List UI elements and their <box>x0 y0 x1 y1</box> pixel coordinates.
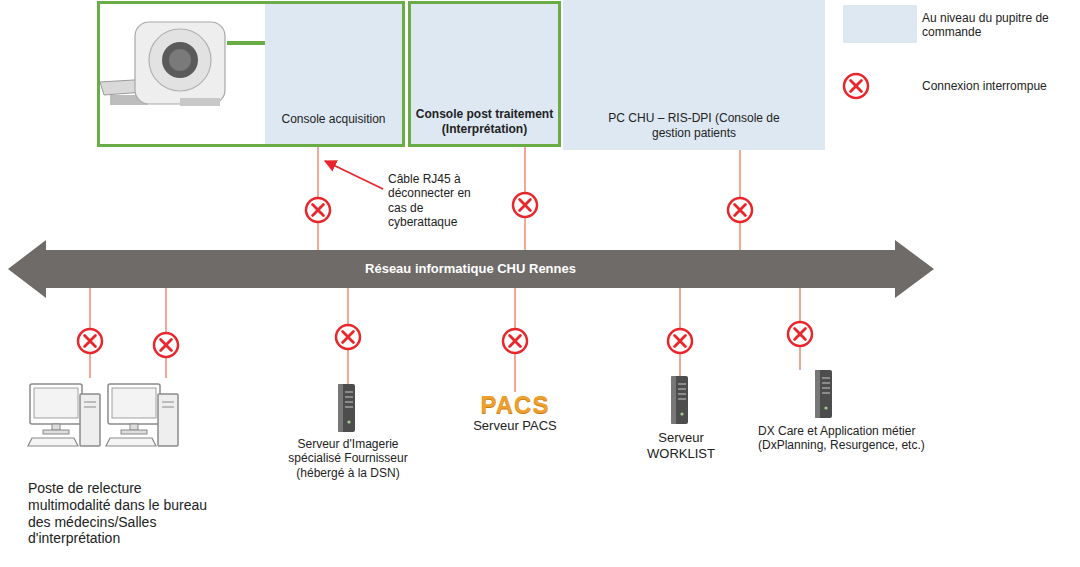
scanner-foot <box>180 98 220 106</box>
console-box: Console acquisition <box>265 4 402 144</box>
equipment-group: Console acquisition <box>97 1 405 147</box>
node-label: PC CHU – RIS-DPI (Console de gestion pat… <box>603 111 785 140</box>
interrupt-circle <box>154 333 178 357</box>
scanner-link <box>227 41 265 45</box>
interrupt-symbol <box>503 329 527 353</box>
callout-label: Câble RJ45 à déconnecter en cas de cyber… <box>388 172 480 230</box>
scan-image <box>327 39 339 57</box>
interrupt-cross <box>161 340 172 351</box>
workstation-group: Poste de relecture multimodalité dans le… <box>28 378 218 547</box>
interrupt-circle <box>844 74 868 98</box>
scanner-bore-inner <box>169 49 191 71</box>
pc-icon <box>445 24 517 86</box>
legend-label: Au niveau du pupitre de commande <box>922 11 1072 40</box>
node-label: Réseau informatique CHU Rennes <box>365 261 576 277</box>
interrupt-cross <box>85 336 96 347</box>
interrupt-circle <box>336 325 360 349</box>
server-icon <box>815 370 832 418</box>
pc-icon <box>106 384 178 446</box>
legend-swatch <box>843 5 917 43</box>
scanner-body <box>135 22 225 104</box>
interrupt-circle <box>78 329 102 353</box>
interrupt-symbol <box>336 325 360 349</box>
legend-symbol <box>844 74 868 98</box>
scanner-bore <box>162 42 198 78</box>
acquisition-monitor <box>305 28 361 82</box>
server-icon <box>671 376 688 424</box>
interrupt-circle <box>306 198 330 222</box>
interrupt-circle <box>788 322 812 346</box>
interrupt-symbol <box>668 329 692 353</box>
node-label: Serveur d'Imagerie spécialisé Fournisseu… <box>288 437 408 480</box>
server-node: DX Care et Application métier (DxPlannin… <box>758 370 943 453</box>
interrupt-circle <box>513 193 537 217</box>
interrupt-circle <box>503 329 527 353</box>
scan-strip <box>327 60 357 66</box>
network-band: Réseau informatique CHU Rennes <box>46 250 895 288</box>
server-node: Serveur d'Imagerie spécialisé Fournisseu… <box>288 384 408 480</box>
pc-icon <box>28 384 100 446</box>
node-label: Serveur WORKLIST <box>636 430 726 461</box>
callout-arrow <box>325 161 383 189</box>
network-bar <box>8 240 934 298</box>
mri-scanner <box>100 22 225 106</box>
interrupt-symbol <box>788 322 812 346</box>
interrupt-symbol <box>154 333 178 357</box>
server-icon <box>338 384 355 432</box>
interrupt-cross <box>735 205 746 216</box>
interrupt-symbol <box>513 193 537 217</box>
interrupt-cross <box>343 332 354 343</box>
interrupt-circle <box>668 329 692 353</box>
monitor-stand <box>328 74 338 82</box>
interrupt-cross <box>795 329 806 340</box>
interrupt-cross <box>510 336 521 347</box>
node-label: Poste de relecture multimodalité dans le… <box>28 480 218 547</box>
server-node: Serveur WORKLIST <box>636 376 726 461</box>
interrupt-circle <box>728 198 752 222</box>
interrupt-symbol <box>306 198 330 222</box>
server-node: PACSServeur PACS <box>462 392 568 434</box>
logo-text: PACS <box>462 392 568 418</box>
scan-image <box>343 39 355 57</box>
interrupt-cross <box>851 81 862 92</box>
console-box: PC CHU – RIS-DPI (Console de gestion pat… <box>563 0 825 150</box>
node-label: Console acquisition <box>265 112 402 126</box>
pc-icon <box>666 26 738 88</box>
node-label: Serveur PACS <box>462 418 568 434</box>
interrupt-cross <box>520 200 531 211</box>
monitor-frame <box>305 28 361 74</box>
node-label: Console post traitement (Interprétation) <box>415 107 554 136</box>
scanner-ring <box>149 29 211 91</box>
node-label: DX Care et Application métier (DxPlannin… <box>758 424 943 453</box>
interrupt-cross <box>675 336 686 347</box>
legend-label: Connexion interrompue <box>922 79 1072 93</box>
interrupt-symbol <box>728 198 752 222</box>
console-box: Console post traitement (Interprétation) <box>408 1 561 147</box>
monitor-sidebar <box>310 33 324 67</box>
interrupt-symbol <box>78 329 102 353</box>
interrupt-cross <box>313 205 324 216</box>
